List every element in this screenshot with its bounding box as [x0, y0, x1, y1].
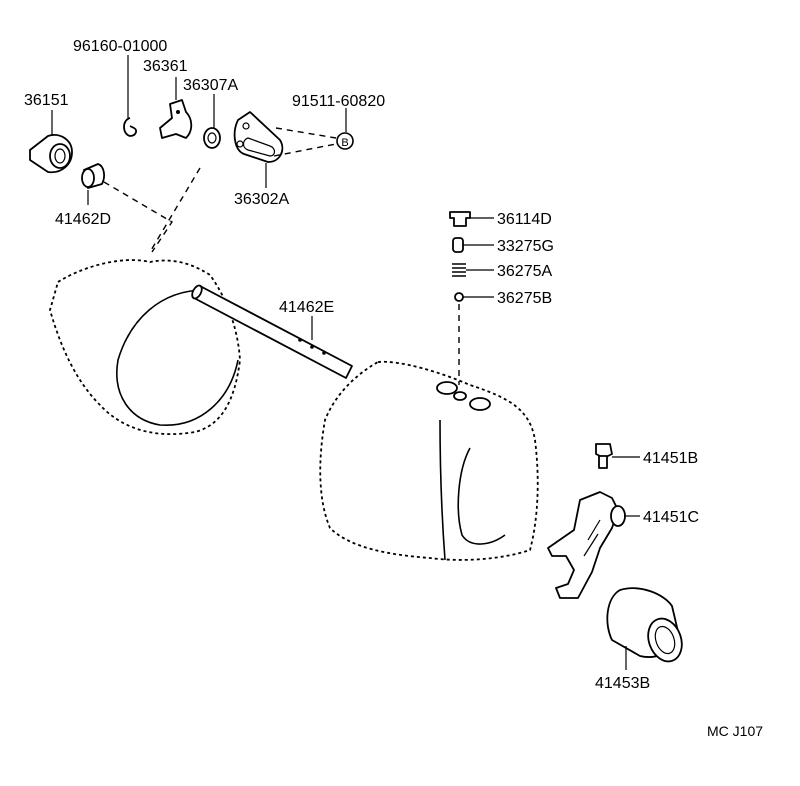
- ball-36275B: [454, 292, 464, 302]
- label-41451C: 41451C: [643, 509, 699, 526]
- pin-33275G: [452, 237, 464, 253]
- bushing-41462D: [81, 163, 105, 189]
- label-41453B: 41453B: [595, 675, 650, 692]
- label-41451B: 41451B: [643, 450, 698, 467]
- plug-36114D: [449, 211, 471, 227]
- plate-36302A: [233, 111, 284, 163]
- label-36275B: 36275B: [497, 290, 552, 307]
- seal-36307A: [203, 127, 221, 149]
- label-36307A: 36307A: [183, 77, 238, 94]
- label-36302A: 36302A: [234, 191, 289, 208]
- fork-41451C: [547, 491, 626, 599]
- spring-36275A: [452, 263, 466, 277]
- callout-b-label: B: [341, 137, 348, 149]
- label-96160-01000: 96160-01000: [73, 38, 167, 55]
- label-41462E: 41462E: [279, 299, 334, 316]
- callout-b: B: [336, 132, 354, 150]
- right-housing: [319, 360, 539, 561]
- label-33275G: 33275G: [497, 238, 554, 255]
- diagram-code: MC J107: [707, 723, 763, 739]
- label-36114D: 36114D: [497, 211, 552, 228]
- left-housing: [49, 259, 241, 435]
- label-91511-60820: 91511-60820: [292, 93, 385, 110]
- label-36275A: 36275A: [497, 263, 552, 280]
- snap-ring-96160: [123, 117, 137, 137]
- label-36151: 36151: [24, 92, 69, 109]
- shift-rod: [191, 284, 353, 379]
- leader-lines: [51, 55, 640, 670]
- sleeve-41453B: [606, 587, 683, 663]
- bolt-41451B: [595, 443, 613, 469]
- lever-36361: [159, 99, 193, 139]
- label-36361: 36361: [143, 58, 188, 75]
- label-41462D: 41462D: [55, 211, 111, 228]
- boot-36151: [29, 134, 73, 174]
